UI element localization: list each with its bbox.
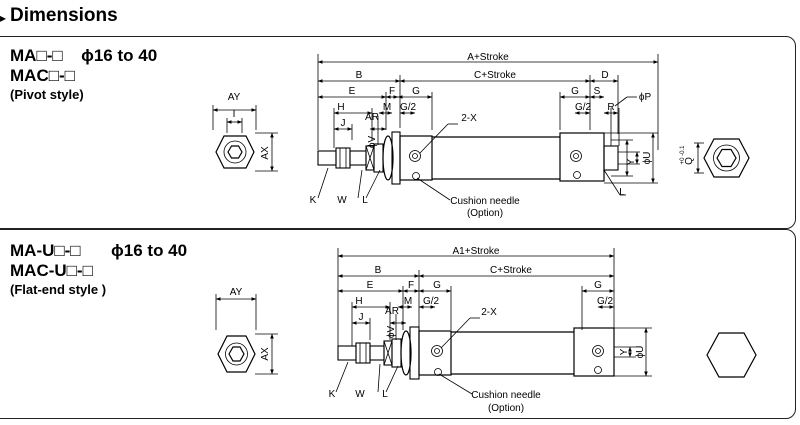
pivot-model-line1: MA□-□ [10, 46, 63, 65]
dim-j: J [341, 118, 346, 129]
pivot-end-view-left [212, 105, 278, 172]
dim-ar: AR [365, 112, 379, 123]
dim-y: Y [619, 348, 630, 355]
dim-g: G [433, 280, 441, 291]
port-2-x: 2-X [481, 307, 497, 318]
dim-phi-u: ϕU [642, 152, 653, 165]
dim-ay: AY [228, 92, 241, 103]
dim-e: E [367, 280, 374, 291]
dim-k: K [310, 195, 317, 206]
dim-phi-p: ϕP [639, 92, 652, 103]
pivot-model-line2: MAC□-□ [10, 66, 75, 85]
pivot-end-view-right [694, 138, 750, 178]
dim-h: H [355, 296, 362, 307]
dim-phi-u: ϕU [635, 346, 646, 359]
dim-g2: G/2 [400, 102, 417, 113]
pivot-style-panel [0, 36, 796, 229]
dim-s: S [594, 86, 601, 97]
dim-ax: AX [260, 146, 271, 160]
flat-end-end-view-right [706, 332, 757, 378]
dim-l-right: L [619, 187, 625, 198]
dim-h: H [337, 102, 344, 113]
dim-c-stroke: C+Stroke [490, 265, 532, 276]
dim-g-right: G [571, 86, 579, 97]
dim-g: G [412, 86, 420, 97]
flat-end-model-line1: MA-U□-□ [10, 241, 81, 260]
dim-b: B [356, 70, 363, 81]
dim-e: E [349, 86, 356, 97]
dim-a-stroke: A+Stroke [467, 52, 509, 63]
dim-phi-v: ϕV [367, 136, 378, 149]
port-2-x: 2-X [461, 113, 477, 124]
pivot-style-label: (Pivot style) [10, 87, 84, 102]
dim-r: R [607, 102, 614, 113]
section-title: Dimensions [10, 5, 118, 26]
dim-w: W [337, 195, 347, 206]
dim-g-right: G [594, 280, 602, 291]
dim-f: F [408, 280, 414, 291]
option-label: (Option) [467, 208, 503, 219]
dim-j: J [359, 312, 364, 323]
dim-m: M [383, 102, 391, 113]
option-label: (Option) [488, 403, 524, 414]
flat-end-end-view-left [215, 294, 278, 375]
flat-end-style-label: (Flat-end style ) [10, 282, 107, 297]
cushion-needle-label: Cushion needle [450, 196, 520, 207]
flat-end-model-label: MA-U□-□ ϕ16 to 40 MAC-U□-□ (Flat-end sty… [10, 241, 187, 297]
dim-l: L [382, 389, 388, 400]
pivot-side-view [317, 54, 659, 201]
dim-f: F [389, 86, 395, 97]
dim-g2-right: G/2 [575, 102, 592, 113]
dim-i: I [233, 109, 236, 120]
flat-end-model-line2: MAC-U□-□ [10, 261, 93, 280]
dim-ay: AY [230, 287, 243, 298]
dim-ar: AR [385, 306, 399, 317]
pivot-drawing [212, 54, 750, 201]
pivot-bore-range: ϕ16 to 40 [81, 46, 158, 65]
cushion-needle-label: Cushion needle [471, 390, 541, 401]
dim-g2: G/2 [423, 296, 440, 307]
dim-k: K [329, 389, 336, 400]
dim-q: Q [684, 157, 695, 165]
dim-m: M [404, 296, 412, 307]
dim-a1-stroke: A1+Stroke [453, 246, 500, 257]
dim-phi-v: ϕV [386, 326, 397, 339]
flat-end-bore-range: ϕ16 to 40 [111, 241, 188, 260]
dim-ax: AX [260, 347, 271, 361]
dim-b: B [375, 265, 382, 276]
dim-l: L [362, 195, 368, 206]
section-header: ▸ Dimensions [0, 0, 800, 36]
dim-d: D [601, 70, 608, 81]
bullet-arrow-icon: ▸ [0, 11, 7, 25]
dim-c-stroke: C+Stroke [474, 70, 516, 81]
flat-end-labels: A1+Stroke B C+Stroke E F G G H M G/2 G/2… [230, 246, 646, 414]
pivot-model-label: MA□-□ ϕ16 to 40 MAC□-□ (Pivot style) [10, 46, 157, 102]
flat-end-drawing [215, 248, 757, 395]
flat-end-style-panel [0, 229, 796, 419]
dim-w: W [355, 389, 365, 400]
flat-end-side-view [335, 248, 652, 395]
dim-g2-right: G/2 [597, 296, 614, 307]
dim-y: Y [626, 158, 637, 165]
pivot-labels: A+Stroke B C+Stroke D E F G G S H M G/2 … [228, 52, 695, 219]
dim-q-tolerance: +0 -0.1 [680, 145, 686, 165]
